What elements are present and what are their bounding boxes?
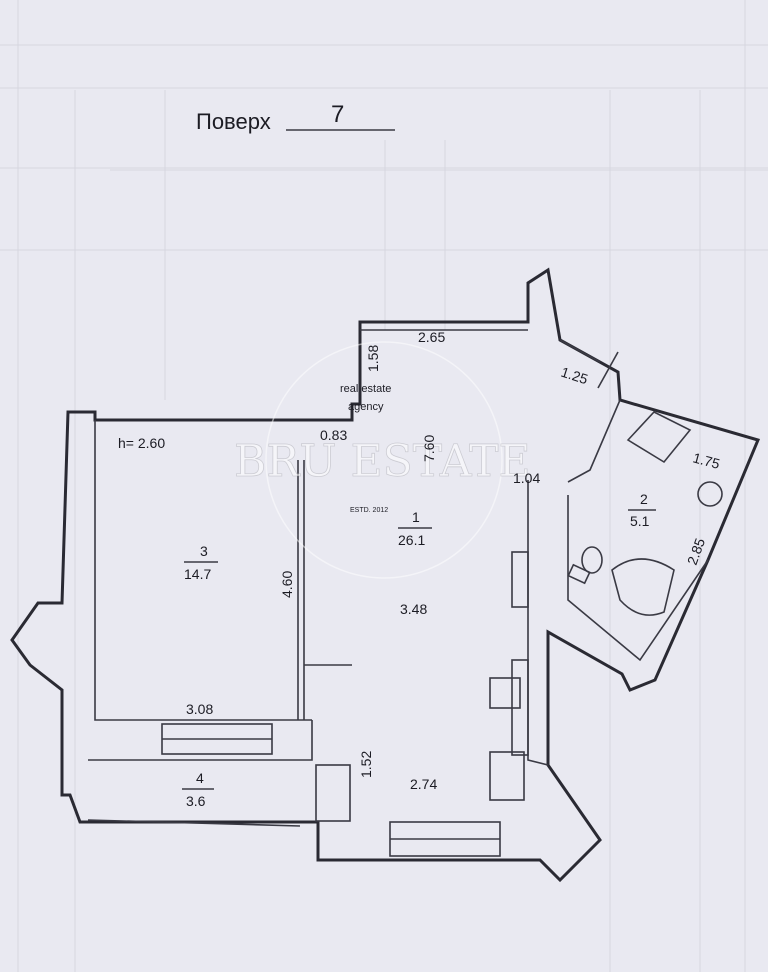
room-4-number: 4 bbox=[196, 770, 204, 786]
dim-4-60: 4.60 bbox=[279, 571, 295, 598]
washing-machine bbox=[567, 563, 591, 585]
loggia-wall bbox=[88, 720, 313, 761]
dimension-labels: 2.65 1.58 1.25 0.83 7.60 1.04 1.75 2.85 … bbox=[186, 329, 722, 792]
dim-0-83: 0.83 bbox=[320, 427, 347, 443]
room-1-number: 1 bbox=[412, 509, 420, 525]
watermark-since: ESTD. 2012 bbox=[350, 507, 388, 514]
room-1-area: 26.1 bbox=[398, 532, 425, 548]
watermark-brand: BRU ESTATE bbox=[234, 436, 531, 487]
inner-wall-left bbox=[94, 420, 312, 721]
toilet bbox=[581, 546, 603, 574]
bru-estate-watermark: BRU ESTATE real estate agency ESTD. 2012 bbox=[234, 341, 531, 579]
dim-2-74: 2.74 bbox=[410, 776, 437, 792]
room-2-area: 5.1 bbox=[630, 513, 650, 529]
room-2-number: 2 bbox=[640, 491, 648, 507]
room-labels: h= 2.60 1 26.1 2 5.1 3 14.7 4 3.6 bbox=[118, 435, 656, 809]
dim-7-60: 7.60 bbox=[421, 435, 437, 462]
dim-1-58: 1.58 bbox=[365, 345, 381, 372]
dim-1-25: 1.25 bbox=[559, 364, 590, 388]
dim-1-04: 1.04 bbox=[513, 470, 540, 486]
room-4-area: 3.6 bbox=[186, 793, 206, 809]
floor-header: Поверх 7 bbox=[196, 101, 395, 134]
kitchen-wall bbox=[527, 480, 549, 766]
loggia-door bbox=[315, 764, 351, 822]
fridge bbox=[489, 751, 525, 801]
dim-2-65: 2.65 bbox=[418, 329, 445, 345]
fixtures bbox=[489, 411, 723, 801]
loggia-wall-b bbox=[87, 819, 301, 827]
bath-partition bbox=[567, 399, 621, 483]
watermark-line1: real estate bbox=[340, 383, 391, 395]
top-window-b bbox=[597, 351, 619, 389]
dim-1-75: 1.75 bbox=[691, 449, 722, 472]
dim-3-48: 3.48 bbox=[400, 601, 427, 617]
bathtub bbox=[611, 558, 675, 616]
floor-label: Поверх bbox=[196, 109, 271, 134]
dim-1-52: 1.52 bbox=[358, 751, 374, 778]
dim-2-85: 2.85 bbox=[684, 536, 708, 567]
plan-walls bbox=[10, 267, 761, 883]
room-3-area: 14.7 bbox=[184, 566, 211, 582]
watermark-line2: agency bbox=[348, 401, 384, 413]
stove bbox=[489, 677, 521, 709]
washbasin bbox=[697, 481, 723, 507]
top-window-a bbox=[559, 339, 601, 363]
outer-wall bbox=[10, 267, 761, 883]
shower-tray bbox=[626, 411, 692, 464]
dim-3-08: 3.08 bbox=[186, 701, 213, 717]
bath-inner-wall bbox=[567, 495, 709, 662]
room-3-number: 3 bbox=[200, 543, 208, 559]
floor-number: 7 bbox=[331, 101, 344, 128]
height-note: h= 2.60 bbox=[118, 435, 165, 451]
kitchen-sink bbox=[511, 551, 529, 608]
